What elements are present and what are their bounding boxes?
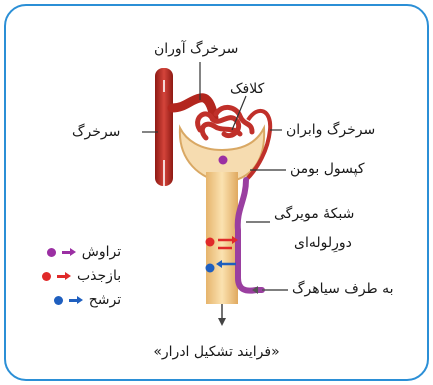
legend-item-secretion: ترشح — [42, 288, 121, 312]
legend-item-filtration: تراوش — [42, 240, 121, 264]
label-afferent-arteriole: سرخرگ آوران — [154, 42, 238, 56]
reabsorption-arrow-icon — [57, 272, 71, 281]
label-bowman-capsule: کپسول بومن — [290, 162, 365, 176]
legend-label-secretion: ترشح — [89, 292, 121, 308]
tubule-flow-arrowhead — [218, 318, 226, 326]
legend-label-filtration: تراوش — [82, 244, 121, 260]
label-efferent-arteriole: سرخرگ وابران — [286, 123, 375, 137]
legend-item-reabsorption: بازجذب — [42, 264, 121, 288]
glomerulus-coils — [198, 107, 252, 138]
process-legend: تراوش بازجذب ترشح — [42, 240, 121, 312]
legend-label-reabsorption: بازجذب — [77, 268, 121, 284]
label-glomerulus: کلافک — [230, 82, 264, 96]
figure-caption: «فرایند تشکیل ادرار» — [0, 344, 433, 360]
reabsorption-dot — [206, 238, 215, 247]
label-to-vein: به طرف سیاهرگ — [292, 282, 394, 296]
label-capillary-network-line2: دورِلوله‌ای — [294, 236, 352, 250]
peritubular-capillary — [238, 180, 262, 291]
filtration-arrow-icon — [62, 248, 76, 257]
secretion-dot-icon — [54, 296, 63, 305]
filtration-dot — [219, 156, 228, 165]
reabsorption-dot-icon — [42, 272, 51, 281]
label-capillary-network: شبکهٔ مویرگی — [274, 207, 354, 221]
filtration-dot-icon — [47, 248, 56, 257]
label-artery: سرخرگ — [72, 125, 120, 139]
secretion-arrow-icon — [69, 296, 83, 305]
secretion-dot — [206, 264, 215, 273]
